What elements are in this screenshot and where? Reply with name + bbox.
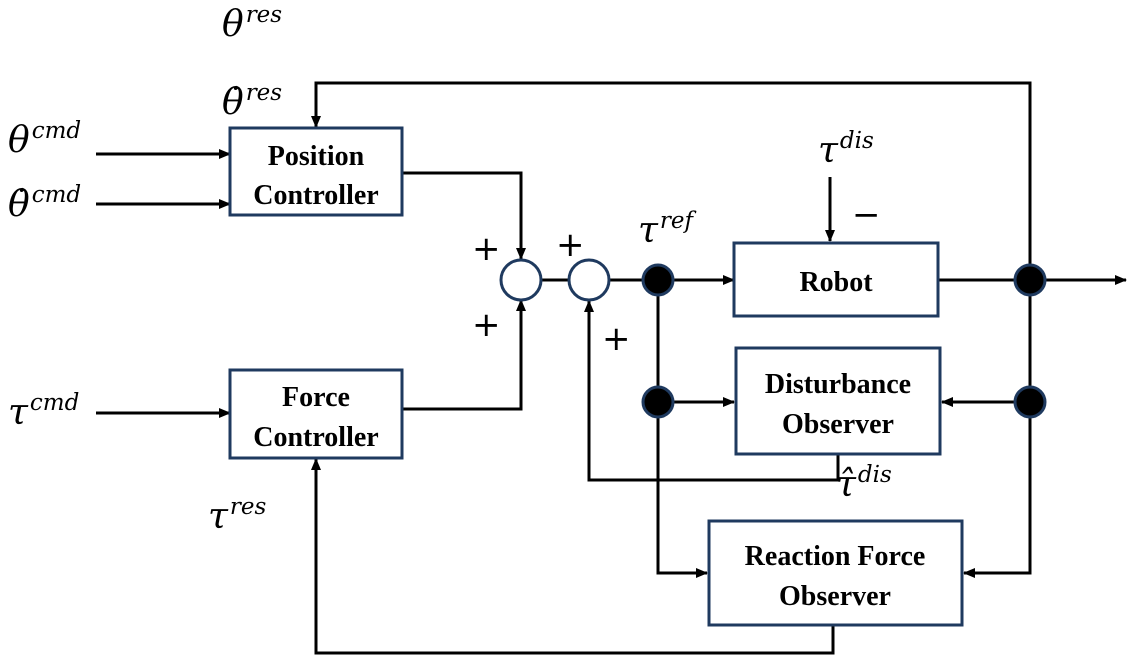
position-controller-label-line1: Position	[268, 141, 365, 172]
position-controller-block: Position Controller	[228, 126, 404, 217]
wire-theta-res-feedback	[311, 81, 1032, 264]
wire-tau-ref-to-rfob	[656, 418, 708, 578]
wire-position-to-sum	[402, 171, 526, 260]
signal-wires	[96, 81, 1127, 655]
robot-block: Robot	[732, 241, 940, 318]
reaction-force-observer-block: Reaction Force Observer	[707, 519, 964, 627]
wire-tau-res-feedback	[311, 458, 835, 655]
label-tau-dis: τdis	[818, 128, 874, 171]
sign-minus-tau-dis: −	[852, 195, 881, 235]
branch-node-tau-ref-lower	[641, 385, 675, 419]
force-controller-label-line2: Controller	[253, 422, 378, 453]
sign-plus-force: +	[472, 305, 501, 345]
label-tau-cmd: τcmd	[8, 390, 79, 433]
summing-junction-2	[567, 258, 611, 302]
branch-node-output	[1013, 263, 1047, 297]
robot-label: Robot	[799, 267, 873, 298]
reaction-force-observer-label-line1: Reaction Force	[745, 541, 926, 572]
position-controller-label-line2: Controller	[253, 180, 378, 211]
force-controller-label-line1: Force	[282, 382, 350, 413]
branch-node-tau-ref	[641, 263, 675, 297]
disturbance-observer-label-line2: Observer	[782, 409, 894, 440]
sign-plus-position: +	[472, 229, 501, 269]
force-controller-block: Force Controller	[228, 368, 404, 460]
label-theta-cmd: θcmd	[8, 118, 81, 161]
reaction-force-observer-label-line2: Observer	[779, 581, 891, 612]
wire-force-to-sum	[402, 299, 526, 411]
wire-output-to-rfob	[963, 418, 1032, 578]
label-tau-ref: τref	[638, 208, 697, 251]
summing-junction-1	[499, 258, 543, 302]
disturbance-observer-block: Disturbance Observer	[734, 346, 942, 456]
label-tau-hat-dis: τ̂dis	[836, 462, 892, 505]
disturbance-observer-label-line1: Disturbance	[765, 369, 911, 400]
sign-plus-dob: +	[602, 319, 631, 359]
wire-tau-hat-dis-feedback	[584, 300, 840, 482]
label-tau-res: τres	[208, 494, 267, 537]
label-theta-dot-cmd: θ̇cmd	[8, 182, 81, 225]
sign-plus-sum2: +	[556, 225, 585, 265]
label-theta-dot-res: θ̇res	[222, 80, 282, 123]
label-theta-res: θres	[222, 2, 282, 45]
branch-node-output-lower	[1013, 385, 1047, 419]
